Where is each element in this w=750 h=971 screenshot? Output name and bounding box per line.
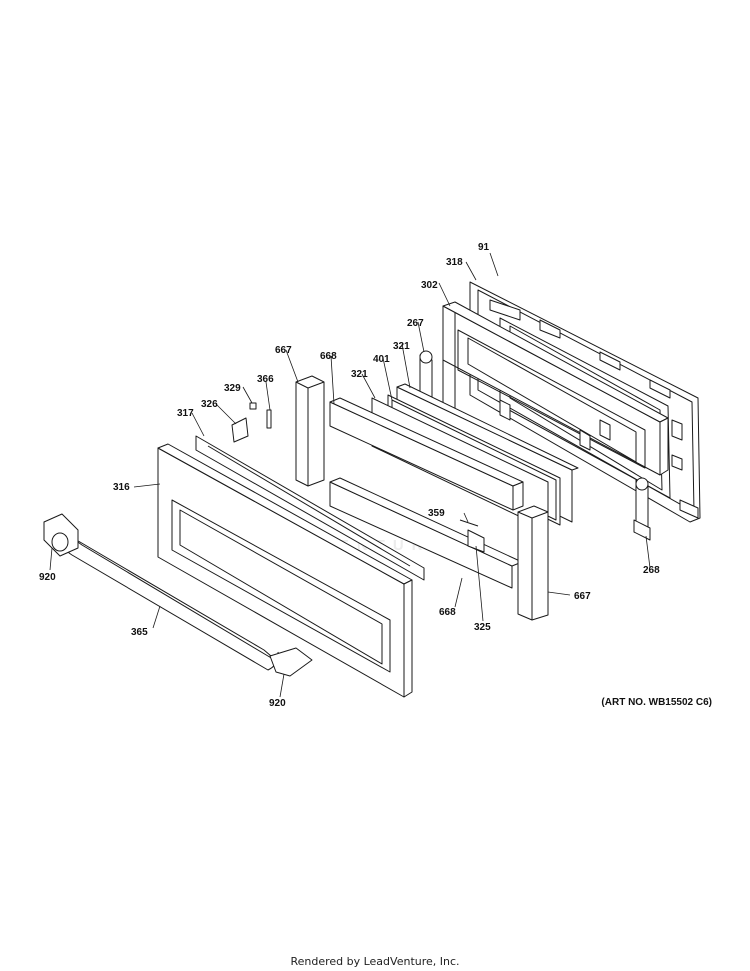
label-359: 359 xyxy=(428,508,445,519)
label-321-rear: 321 xyxy=(393,341,410,352)
part-316-outer-door xyxy=(157,443,413,698)
art-number: (ART NO. WB15502 C6) xyxy=(601,697,712,708)
label-326: 326 xyxy=(201,399,218,410)
part-268-hinge xyxy=(633,477,651,541)
part-number-labels: 91 318 302 267 321 401 321 668 667 366 3… xyxy=(39,242,660,709)
label-366: 366 xyxy=(257,374,274,385)
part-317-trim-strip xyxy=(195,435,425,581)
part-329-clip xyxy=(249,402,257,410)
label-318: 318 xyxy=(446,257,463,268)
part-366-screw xyxy=(266,409,272,429)
label-668-upper: 668 xyxy=(320,351,337,362)
label-365: 365 xyxy=(131,627,148,638)
label-268: 268 xyxy=(643,565,660,576)
part-920-endcap-right xyxy=(269,647,313,677)
label-302: 302 xyxy=(421,280,438,291)
label-267: 267 xyxy=(407,318,424,329)
part-668-insulation-upper xyxy=(329,397,524,511)
label-920-right: 920 xyxy=(269,698,286,709)
label-325: 325 xyxy=(474,622,491,633)
label-91: 91 xyxy=(478,242,490,253)
part-302-door-frame xyxy=(442,301,669,476)
label-667-right: 667 xyxy=(574,591,591,602)
leader-lines xyxy=(49,252,651,698)
label-668-lower: 668 xyxy=(439,607,456,618)
part-667-insulation-left xyxy=(295,375,325,487)
part-326-bracket xyxy=(231,417,249,443)
part-359-screw xyxy=(459,519,479,527)
label-920-left: 920 xyxy=(39,572,56,583)
label-667-left: 667 xyxy=(275,345,292,356)
label-321-front: 321 xyxy=(351,369,368,380)
part-667-insulation-right xyxy=(517,505,549,621)
label-401: 401 xyxy=(373,354,390,365)
label-329: 329 xyxy=(224,383,241,394)
part-920-endcap-left xyxy=(43,513,79,557)
footer-credit: Rendered by LeadVenture, Inc. xyxy=(290,955,460,968)
label-316: 316 xyxy=(113,482,130,493)
label-317: 317 xyxy=(177,408,194,419)
part-325-bracket xyxy=(467,529,485,553)
